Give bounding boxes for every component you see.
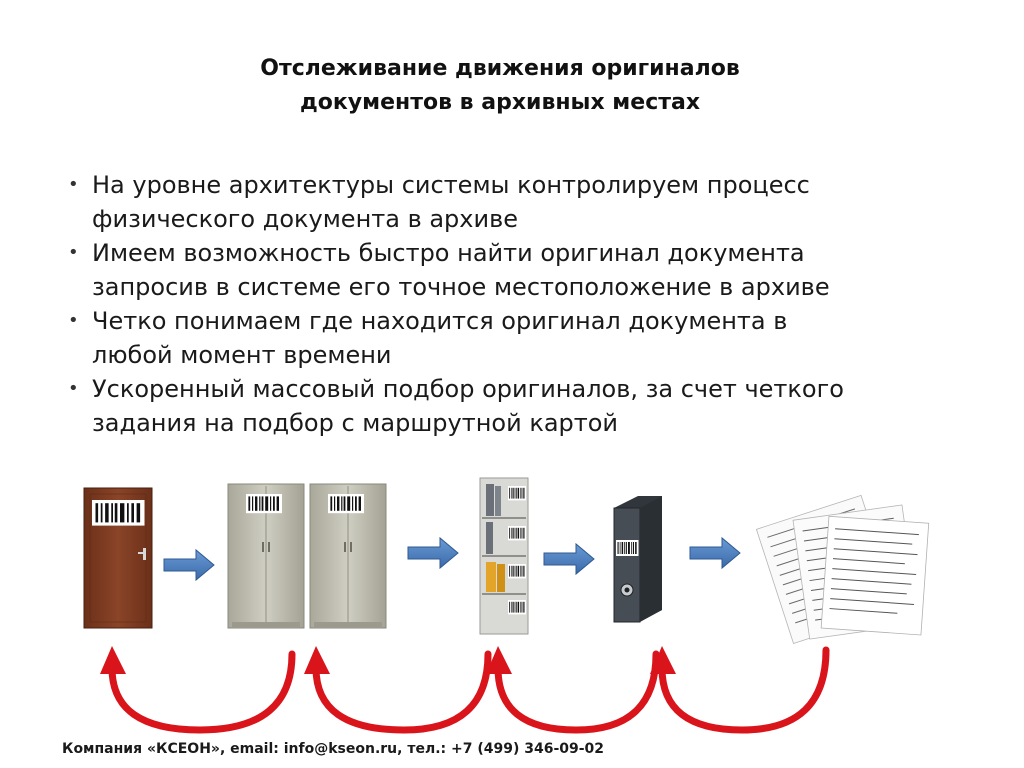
bullet-text-line-1: Ускоренный массовый подбор оригиналов, з… (92, 375, 844, 403)
bullet-item: • Четко понимаем где находится оригинал … (66, 304, 986, 372)
footer-contact: Компания «КСЕОН», email: info@kseon.ru, … (62, 741, 605, 757)
door-icon (83, 487, 153, 629)
archive-flow-illustration (83, 477, 930, 734)
page-title-line-2: документов в архивных местах (299, 90, 701, 115)
page-title-line-1: Отслеживание движения оригиналов (260, 56, 740, 81)
return-arrow-icon (304, 646, 492, 734)
bullet-text-line-2: физического документа в архиве (92, 205, 518, 233)
arrow-right-icon (407, 536, 459, 570)
page-title: Отслеживание движения оригиналов докумен… (120, 52, 880, 120)
return-arrow-icon (650, 646, 830, 734)
bullet-item: • Имеем возможность быстро найти оригина… (66, 236, 986, 304)
bullet-text-line-1: На уровне архитектуры системы контролиру… (92, 171, 810, 199)
bullet-text-line-2: запросив в системе его точное местополож… (92, 273, 830, 301)
arrow-right-icon (689, 536, 741, 570)
bullet-text-line-1: Имеем возможность быстро найти оригинал … (92, 239, 805, 267)
bullet-dot: • (68, 174, 79, 195)
bullet-text-line-2: задания на подбор с маршрутной картой (92, 409, 619, 437)
return-arrow-icon (486, 646, 660, 734)
arrow-right-icon (543, 542, 595, 576)
bullet-dot: • (68, 242, 79, 263)
shelf-rack-icon (479, 477, 529, 635)
arrow-right-icon (163, 548, 215, 582)
bullet-item: • На уровне архитектуры системы контроли… (66, 168, 986, 236)
cabinet-icon (227, 483, 305, 629)
bullet-dot: • (68, 310, 79, 331)
bullet-dot: • (68, 378, 79, 399)
cabinet-icon (309, 483, 387, 629)
bullet-item: • Ускоренный массовый подбор оригиналов,… (66, 372, 986, 440)
bullet-text-line-2: любой момент времени (92, 341, 392, 369)
document-pages-icon (755, 494, 930, 644)
bullet-list: • На уровне архитектуры системы контроли… (66, 168, 986, 440)
bullet-text-line-1: Четко понимаем где находится оригинал до… (92, 307, 788, 335)
binder-folder-icon (613, 496, 662, 623)
return-arrow-icon (100, 646, 296, 734)
